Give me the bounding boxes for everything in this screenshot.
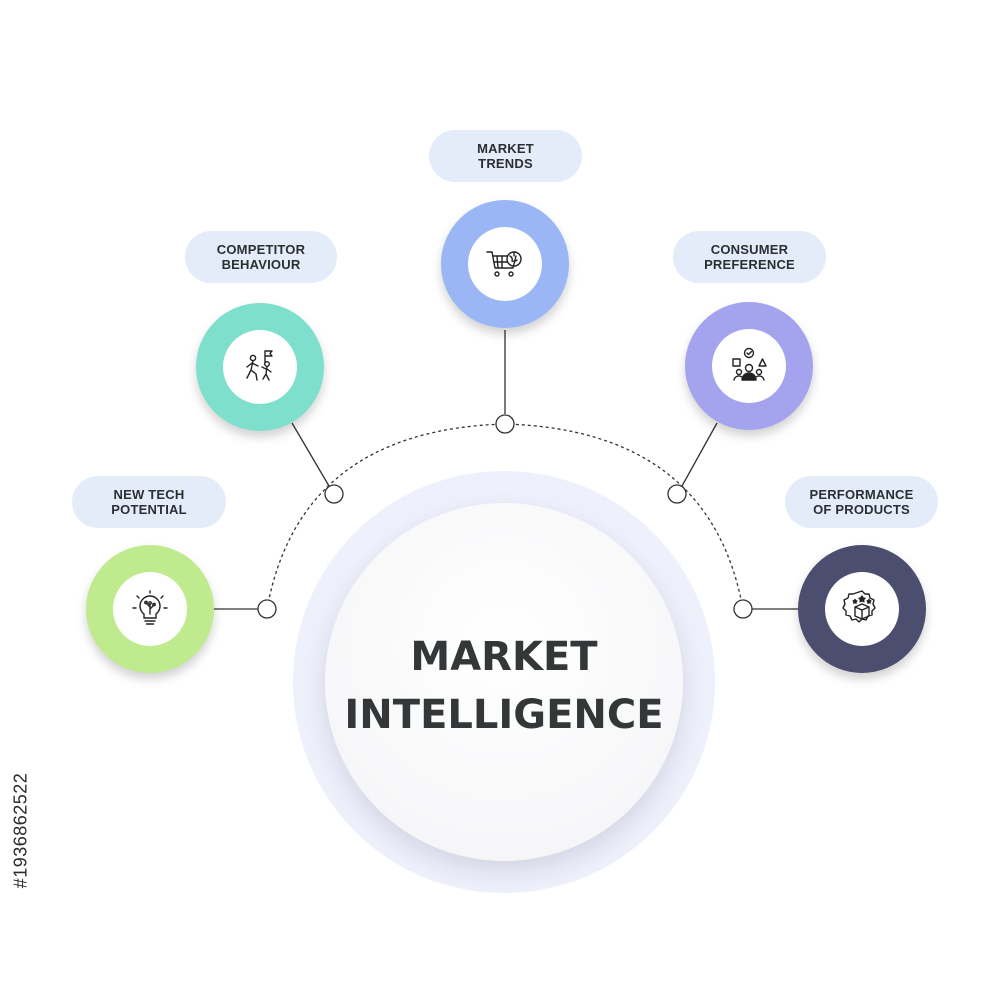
node-inner: [113, 572, 187, 646]
node-competitor-behaviour: [196, 303, 324, 431]
node-inner: [712, 329, 786, 403]
node-inner: [825, 572, 899, 646]
junction-dot: [257, 599, 277, 619]
junction-dot: [667, 484, 687, 504]
center-title-line1: MARKET: [410, 634, 598, 680]
junction-dot: [733, 599, 753, 619]
node-market-trends: [441, 200, 569, 328]
junction-dot: [324, 484, 344, 504]
connector-consumer: [681, 422, 718, 487]
consumer-choice-icon: [732, 347, 767, 381]
label-line2: PREFERENCE: [704, 257, 795, 272]
label-line2: POTENTIAL: [111, 502, 187, 517]
product-performance-icon: [842, 590, 876, 623]
label-line2: BEHAVIOUR: [221, 257, 301, 272]
label-line1: NEW TECH: [113, 487, 185, 502]
label-line1: MARKET: [477, 141, 534, 156]
label-performance-of-products: PERFORMANCE OF PRODUCTS: [785, 476, 938, 528]
label-competitor-behaviour: COMPETITOR BEHAVIOUR: [185, 231, 337, 283]
label-consumer-preference: CONSUMER PREFERENCE: [673, 231, 826, 283]
lightbulb-icon: [132, 590, 168, 625]
junction-dot: [495, 414, 515, 434]
shopping-cart-globe-icon: [486, 251, 522, 277]
node-inner: [223, 330, 297, 404]
label-line1: COMPETITOR: [216, 242, 306, 257]
center-hub: MARKET INTELLIGENCE: [325, 503, 683, 861]
label-new-tech-potential: NEW TECH POTENTIAL: [72, 476, 226, 528]
center-title-line2: INTELLIGENCE: [344, 692, 664, 738]
node-new-tech-potential: [86, 545, 214, 673]
stock-image-id: #1936862522: [4, 740, 38, 920]
connector-competitor: [291, 422, 330, 487]
competition-race-icon: [246, 350, 273, 381]
label-line1: CONSUMER: [710, 242, 789, 257]
label-line1: PERFORMANCE: [809, 487, 914, 502]
label-line2: TRENDS: [478, 156, 533, 171]
label-market-trends: MARKET TRENDS: [429, 130, 582, 182]
node-inner: [468, 227, 542, 301]
node-consumer-preference: [685, 302, 813, 430]
label-line2: OF PRODUCTS: [813, 502, 910, 517]
node-performance-of-products: [798, 545, 926, 673]
stock-image-id-text: #1936862522: [10, 772, 31, 888]
